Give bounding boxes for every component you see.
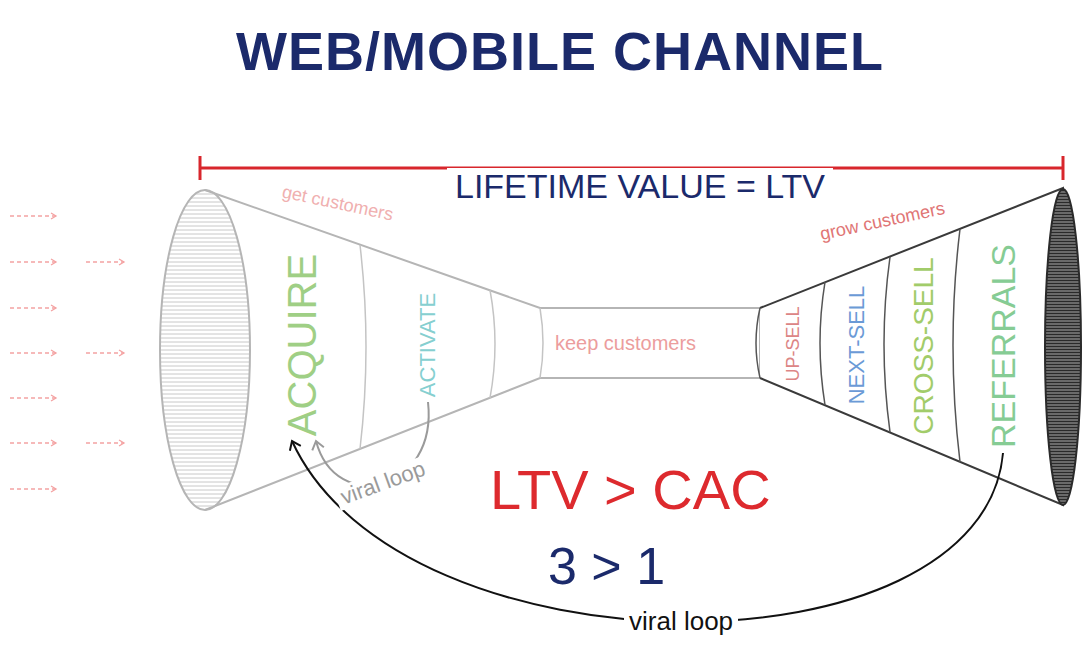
- incoming-arrows: [10, 216, 124, 489]
- annotation-text: LTV > CAC: [490, 459, 771, 521]
- annotation-text: get customers: [280, 182, 395, 225]
- funnel-right-cone: [760, 188, 1063, 505]
- band-label: REFERRALS: [986, 244, 1020, 448]
- band-label: ACTIVATE: [417, 293, 439, 397]
- band-dividers-right: [756, 229, 960, 462]
- annotation-text: LIFETIME VALUE = LTV: [447, 168, 833, 205]
- funnel-band: ACQUIRE: [279, 251, 325, 439]
- band-dividers-left: [360, 245, 543, 449]
- funnel-left-mouth: [160, 190, 250, 510]
- funnel-band: UP-SELL: [781, 303, 805, 384]
- band-label: keep customers: [555, 333, 696, 353]
- funnel-band: CROSS-SELL: [907, 254, 941, 437]
- funnel-right-mouth: [1045, 189, 1081, 505]
- band-label: NEXT-SELL: [846, 285, 868, 404]
- band-label: CROSS-SELL: [910, 257, 938, 434]
- band-label: ACQUIRE: [282, 254, 322, 436]
- funnel-band: ACTIVATE: [414, 290, 442, 400]
- annotation-text: grow customers: [818, 199, 946, 245]
- band-label: UP-SELL: [784, 306, 802, 381]
- edge-label: viral loop: [333, 455, 433, 511]
- diagram-title: WEB/MOBILE CHANNEL: [236, 22, 884, 81]
- funnel-band: NEXT-SELL: [843, 282, 871, 407]
- funnel-band: REFERRALS: [983, 241, 1023, 451]
- viral-loop-arrow: [292, 441, 1003, 622]
- funnel-band: keep customers: [552, 330, 699, 356]
- annotation-text: 3 > 1: [548, 538, 665, 595]
- edge-label: viral loop: [624, 607, 738, 636]
